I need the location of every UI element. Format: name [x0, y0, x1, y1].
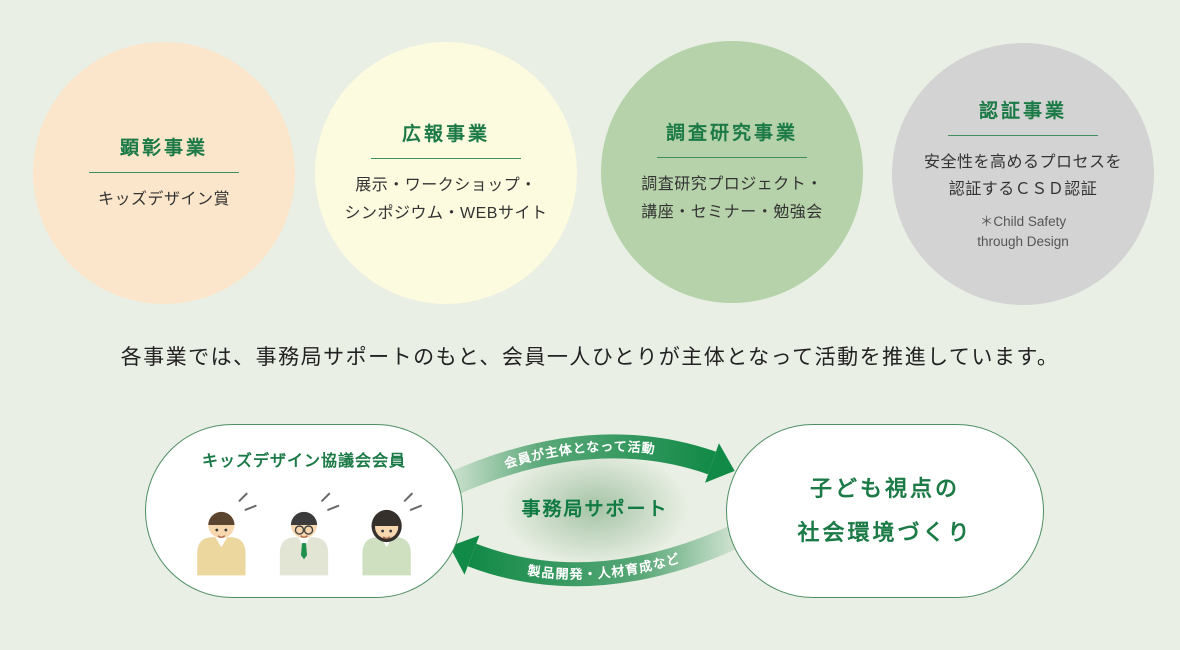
circle-title: 調査研究事業 [665, 123, 798, 145]
circle-text: 認証するＣＳＤ認証 [948, 180, 1098, 198]
members-pill: キッズデザイン協議会会員 [145, 424, 463, 598]
bottom-arrowhead-icon [449, 535, 480, 575]
circle-title: 広報事業 [401, 124, 490, 146]
circle-text: 展示・ワークショップ・ [355, 177, 537, 195]
top-arrow-ribbon [445, 434, 716, 496]
goal-pill: 子ども視点の 社会環境づくり [726, 424, 1044, 598]
business-circle-certification: 認証事業 安全性を高めるプロセスを 認証するＣＳＤ認証 ＊Child Safet… [892, 43, 1154, 305]
business-circle-pr: 広報事業 展示・ワークショップ・ シンポジウム・WEBサイト [315, 42, 577, 304]
circle-note: through Design [977, 234, 1069, 250]
members-illustration-icon [197, 492, 422, 576]
goal-text: 子ども視点の [809, 476, 960, 501]
goal-text: 社会環境づくり [797, 520, 973, 545]
circle-title: 顕彰事業 [119, 137, 208, 159]
secretariat-label: 事務局サポート [521, 499, 669, 520]
title-underline [948, 134, 1098, 136]
lead-text: 各事業では、事務局サポートのもと、会員一人ひとりが主体となって活動を推進していま… [120, 346, 1060, 369]
title-underline [371, 158, 521, 160]
circle-title: 認証事業 [978, 100, 1067, 122]
circle-text: 安全性を高めるプロセスを [923, 153, 1122, 171]
business-circle-commendation: 顕彰事業 キッズデザイン賞 [33, 42, 295, 304]
circle-text: 調査研究プロジェクト・ [641, 176, 823, 194]
title-underline [89, 171, 239, 173]
circle-text: 講座・セミナー・勉強会 [641, 203, 823, 221]
bottom-arrow-ribbon [467, 526, 739, 587]
cycle-arrows: 会員が主体となって活動 製品開発・人材育成など [445, 434, 739, 587]
business-circle-research: 調査研究事業 調査研究プロジェクト・ 講座・セミナー・勉強会 [601, 41, 863, 303]
top-arrowhead-icon [705, 443, 735, 483]
circle-note: ＊Child Safety [979, 213, 1067, 229]
circle-text: キッズデザイン賞 [97, 190, 230, 208]
members-title: キッズデザイン協議会会員 [201, 453, 406, 470]
circle-text: シンポジウム・WEBサイト [344, 204, 548, 222]
title-underline [657, 157, 807, 159]
